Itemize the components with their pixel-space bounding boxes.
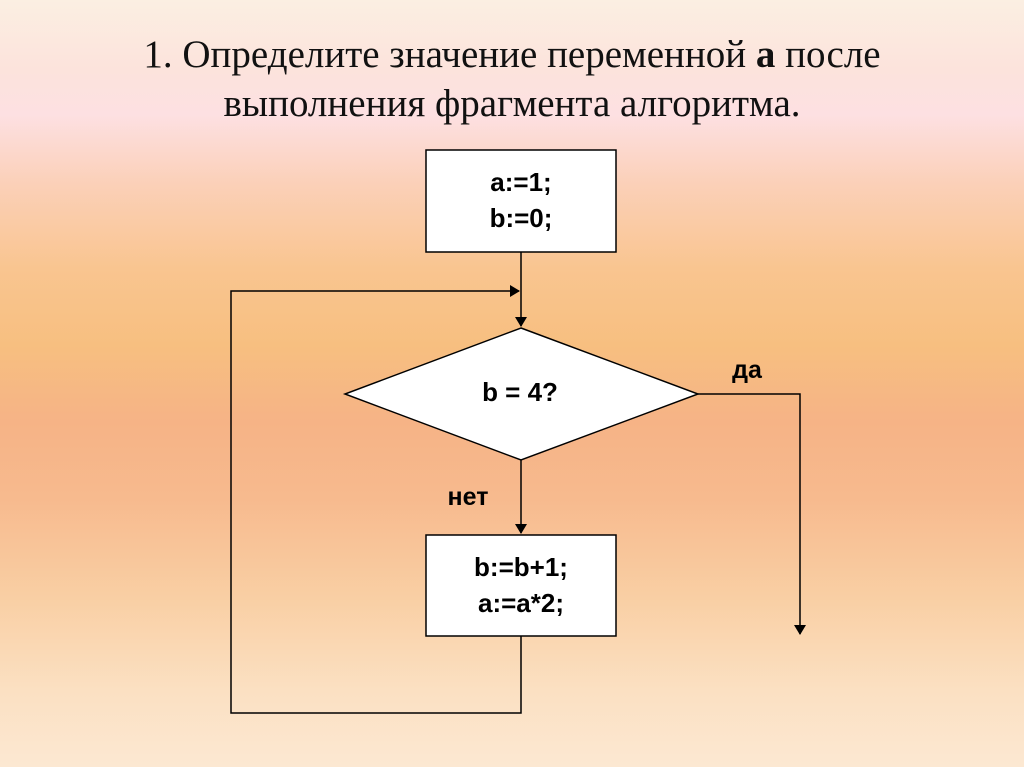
question-title: 1. Определите значение переменной а посл… xyxy=(0,30,1024,128)
init-b-statement: b:=0; xyxy=(489,203,553,233)
init-block xyxy=(425,149,617,253)
title-line-2: выполнения фрагмента алгоритма. xyxy=(223,82,801,125)
loop-a-statement: a:=a*2; xyxy=(478,588,564,618)
variable-name: а xyxy=(755,33,776,76)
yes-label: да xyxy=(732,356,762,384)
arrow-yes-branch xyxy=(698,393,806,635)
init-block-text: a:=1; b:=0; xyxy=(426,164,616,236)
title-line-1: 1. Определите значение переменной а посл… xyxy=(143,33,881,76)
loop-back-path xyxy=(230,285,522,714)
condition-text: b = 4? xyxy=(482,377,558,407)
loop-b-statement: b:=b+1; xyxy=(474,552,568,582)
loop-block-text: b:=b+1; a:=a*2; xyxy=(426,549,616,621)
no-label: нет xyxy=(447,483,489,511)
init-a-statement: a:=1; xyxy=(490,167,552,197)
loop-block xyxy=(425,534,617,637)
